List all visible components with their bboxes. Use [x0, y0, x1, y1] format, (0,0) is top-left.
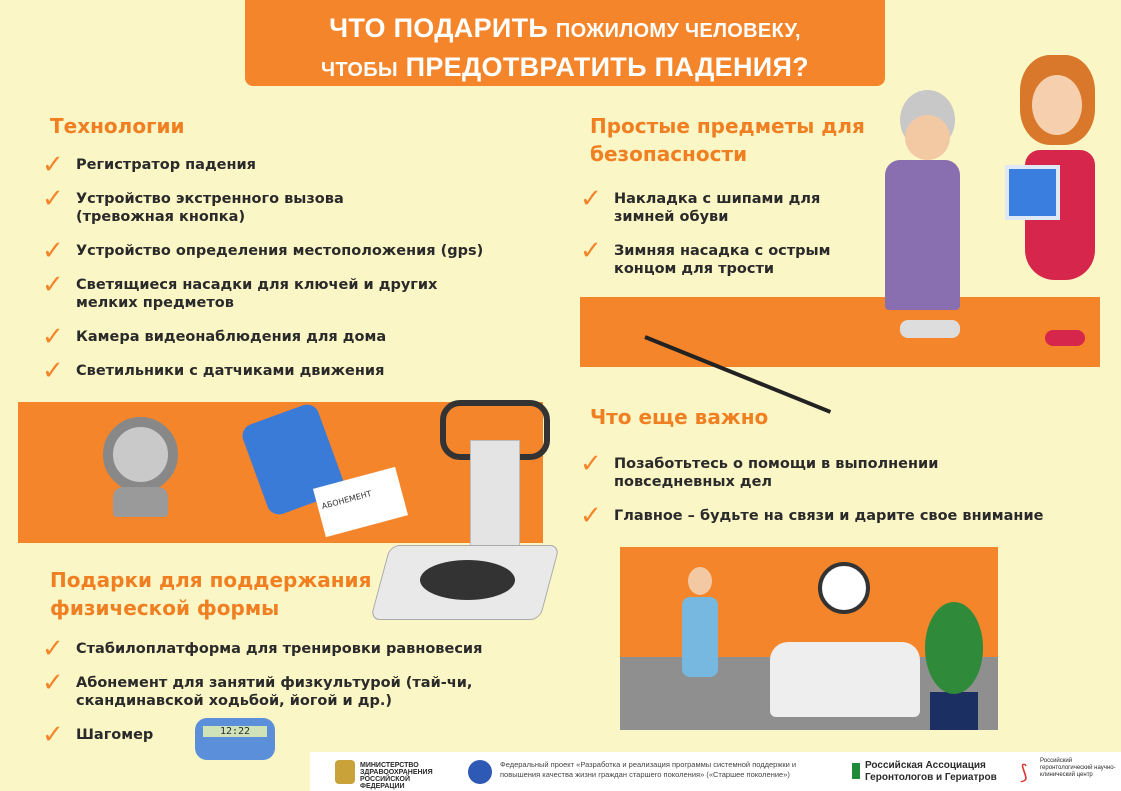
center-name: Российский геронтологический научно-клин… — [1040, 758, 1116, 778]
housekeeper-illustration — [680, 567, 720, 727]
check-icon: ✓ — [42, 356, 64, 386]
check-icon: ✓ — [580, 449, 602, 479]
clock-icon — [818, 562, 870, 614]
tech-illustration-panel: АБОНЕМЕНТ — [18, 401, 543, 543]
title-banner: ЧТО ПОДАРИТЬ ПОЖИЛОМУ ЧЕЛОВЕКУ, ЧТОБЫ ПР… — [245, 0, 885, 86]
association-logo — [852, 763, 860, 779]
title-small: ЧТОБЫ — [321, 59, 398, 81]
pedometer-illustration: 12:22 — [195, 718, 275, 760]
coat-of-arms-logo — [335, 760, 355, 784]
list-item: ✓Светильники с датчиками движения — [42, 356, 385, 386]
project-logo — [468, 760, 492, 784]
check-icon: ✓ — [42, 184, 64, 214]
project-text: Федеральный проект «Разработка и реализа… — [500, 760, 797, 779]
association-name: Российская Ассоциация Геронтологов и Гер… — [865, 760, 997, 783]
check-icon: ✓ — [42, 236, 64, 266]
list-item: ✓Зимняя насадка с острым концом для трос… — [580, 236, 831, 277]
check-icon: ✓ — [42, 322, 64, 352]
list-item: ✓Абонемент для занятий физкультурой (тай… — [42, 668, 473, 709]
section-heading-simple: Простые предметы для безопасности — [590, 114, 865, 166]
list-item: ✓Устройство определения местоположения (… — [42, 236, 484, 266]
grandmother-illustration — [885, 90, 975, 350]
plant-illustration — [930, 692, 978, 730]
list-simple: ✓Накладка с шипами для зимней обуви ✓Зим… — [580, 184, 870, 294]
list-item: ✓Регистратор падения — [42, 150, 256, 180]
title-big: ПРЕДОТВРАТИТЬ ПАДЕНИЯ? — [405, 52, 809, 82]
title-small: ПОЖИЛОМУ ЧЕЛОВЕКУ, — [555, 20, 801, 42]
pedometer-display: 12:22 — [203, 726, 267, 737]
list-item: ✓Стабилоплатформа для тренировки равнове… — [42, 634, 483, 664]
woman-with-gift-illustration — [1005, 55, 1110, 355]
gift-icon — [1005, 165, 1060, 220]
camera-illustration — [103, 417, 178, 492]
check-icon: ✓ — [42, 270, 64, 300]
section-heading-tech: Технологии — [50, 114, 185, 138]
cane-panel — [580, 297, 1100, 414]
title-big: ЧТО ПОДАРИТЬ — [329, 13, 549, 43]
cane-illustration — [644, 335, 832, 414]
list-item: ✓Камера видеонаблюдения для дома — [42, 322, 387, 352]
list-item: ✓Шагомер — [42, 720, 154, 750]
list-tech: ✓Регистратор падения ✓Устройство экстрен… — [42, 150, 512, 396]
list-item: ✓Устройство экстренного вызова (тревожна… — [42, 184, 344, 225]
list-item: ✓Позаботьтесь о помощи в выполнении повс… — [580, 449, 939, 490]
check-icon: ✓ — [580, 236, 602, 266]
check-icon: ✓ — [42, 668, 64, 698]
section-heading-important: Что еще важно — [590, 405, 769, 429]
footer: МИНИСТЕРСТВО ЗДРАВООХРАНЕНИЯ РОССИЙСКОЙ … — [310, 752, 1121, 791]
sofa-illustration — [770, 642, 920, 717]
section-heading-fitness: Подарки для поддержания физической формы — [50, 568, 372, 620]
check-icon: ✓ — [42, 634, 64, 664]
check-icon: ✓ — [580, 501, 602, 531]
home-scene-panel — [620, 547, 998, 730]
check-icon: ✓ — [42, 720, 64, 750]
list-item: ✓Светящиеся насадки для ключей и других … — [42, 270, 438, 311]
check-icon: ✓ — [42, 150, 64, 180]
ministry-name: МИНИСТЕРСТВО ЗДРАВООХРАНЕНИЯ РОССИЙСКОЙ … — [360, 762, 433, 790]
dna-logo: ⟆ — [1020, 762, 1028, 784]
check-icon: ✓ — [580, 184, 602, 214]
list-item: ✓Накладка с шипами для зимней обуви — [580, 184, 821, 225]
list-important: ✓Позаботьтесь о помощи в выполнении повс… — [580, 449, 1050, 541]
list-fitness: ✓Стабилоплатформа для тренировки равнове… — [42, 634, 502, 760]
list-item: ✓Главное – будьте на связи и дарите свое… — [580, 501, 1044, 531]
